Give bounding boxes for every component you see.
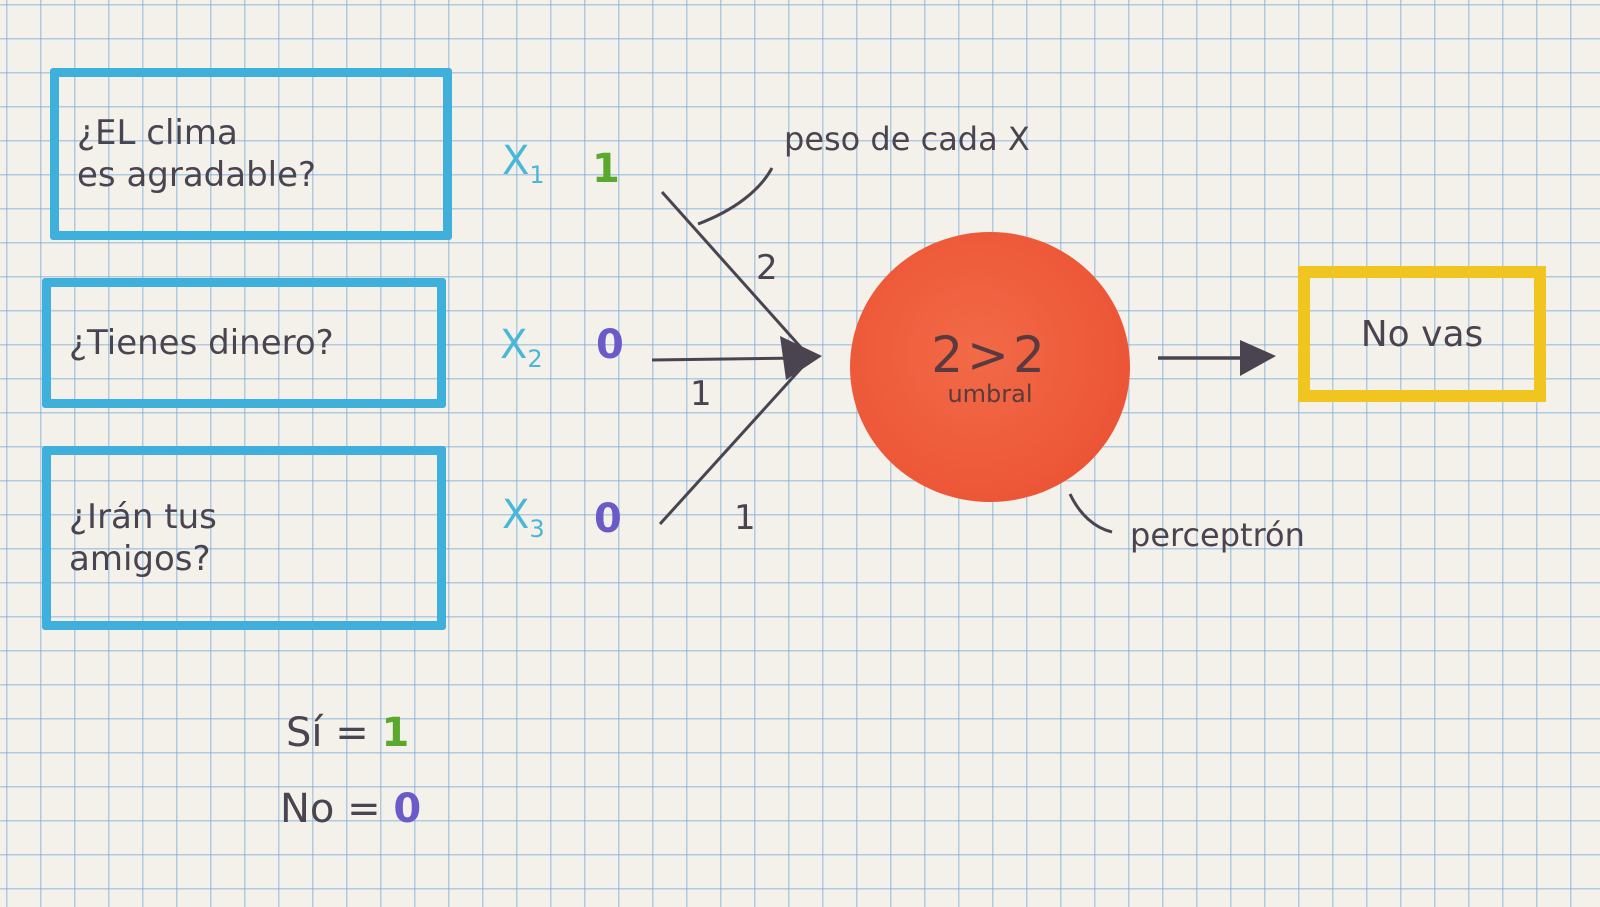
input-value-x3: 0 <box>594 496 622 542</box>
question-friends-text: ¿Irán tus amigos? <box>69 497 217 579</box>
output-arrowhead-icon <box>1240 340 1276 376</box>
legend-no-value: 0 <box>393 786 422 832</box>
legend-yes-value: 1 <box>381 710 410 756</box>
question-box-friends: ¿Irán tus amigos? <box>42 446 446 630</box>
weight-annotation: peso de cada X <box>784 120 1030 158</box>
input-label-x1: X1 <box>502 138 545 189</box>
neuron-inequality: 2>2 <box>931 326 1049 384</box>
legend-yes-label: Sí = <box>286 710 369 756</box>
question-money-text: ¿Tienes dinero? <box>69 323 334 363</box>
output-box: No vas <box>1298 266 1546 402</box>
input-label-x3: X3 <box>502 492 545 543</box>
input-x1-sub: 1 <box>529 161 545 189</box>
input-x3-sub: 3 <box>529 515 545 543</box>
edge-x2 <box>651 356 806 362</box>
input-x2-letter: X <box>500 322 528 368</box>
edge-x3 <box>658 362 807 526</box>
weight-x2: 1 <box>690 374 712 414</box>
input-x3-letter: X <box>502 492 530 538</box>
output-label: No vas <box>1360 313 1484 355</box>
input-x1-letter: X <box>502 138 530 184</box>
input-label-x2: X2 <box>500 322 543 373</box>
perceptron-annotation-pointer <box>1068 493 1113 534</box>
perceptron-node: 2>2 umbral <box>850 232 1130 502</box>
weight-x3: 1 <box>734 498 756 538</box>
legend-yes: Sí = 1 <box>286 710 409 756</box>
question-box-money: ¿Tienes dinero? <box>42 278 446 408</box>
weight-x1: 2 <box>756 248 778 288</box>
perceptron-label: perceptrón <box>1130 516 1305 554</box>
input-value-x1: 1 <box>592 146 620 192</box>
edge-x1 <box>660 191 807 353</box>
input-value-x2: 0 <box>596 322 624 368</box>
weight-annotation-pointer <box>697 167 774 226</box>
input-x2-sub: 2 <box>527 345 543 373</box>
question-box-weather: ¿EL clima es agradable? <box>50 68 452 240</box>
question-weather-text: ¿EL clima es agradable? <box>77 113 317 195</box>
neuron-threshold-label: umbral <box>947 380 1033 408</box>
legend-no: No = 0 <box>280 786 421 832</box>
input-arrowhead-icon <box>780 336 822 380</box>
legend-no-label: No = <box>280 786 381 832</box>
